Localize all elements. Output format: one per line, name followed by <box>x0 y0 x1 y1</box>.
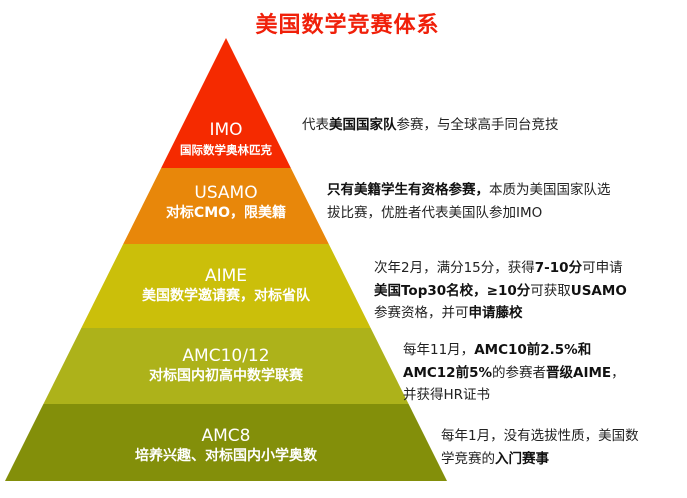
level-label: AMC10/12 对标国内初高中数学联赛 <box>26 346 426 386</box>
description-text: 可获取 <box>530 282 571 299</box>
description-text: 学竞赛的 <box>441 450 495 467</box>
level-label: AIME 美国数学邀请赛，对标省队 <box>26 266 426 306</box>
level-subtitle: 国际数学奥林匹克 <box>180 143 272 157</box>
description-text: 参赛，与全球高手同台竞技 <box>396 117 559 133</box>
highlight-text: 申请藤校 <box>468 305 523 321</box>
description-line: 只有美籍学生有资格参赛，本质为美国国家队选 <box>327 179 611 202</box>
level-description: 每年1月，没有选拔性质，美国数学竞赛的入门赛事 <box>441 425 639 470</box>
description-text: 次年2月，满分15分，获得 <box>374 260 535 276</box>
highlight-text: 美国国家队 <box>329 117 397 133</box>
level-description: 次年2月，满分15分，获得7-10分可申请美国Top30名校，≥10分可获取US… <box>374 257 627 325</box>
description-text: ， <box>611 364 625 381</box>
description-text: 的参赛者 <box>492 364 546 381</box>
pyramid-layer-amc8 <box>5 404 447 481</box>
level-label: AMC8 培养兴趣、对标国内小学奥数 <box>26 426 426 466</box>
description-line: 参赛资格，并可申请藤校 <box>374 302 627 325</box>
highlight-text: 只有美籍学生有资格参赛， <box>327 182 489 198</box>
description-line: 次年2月，满分15分，获得7-10分可申请 <box>374 257 627 280</box>
level-label: IMO 国际数学奥林匹克 <box>26 120 426 160</box>
diagram-title: 美国数学竞赛体系 <box>255 13 440 38</box>
level-name: AMC8 <box>201 426 251 446</box>
level-name: USAMO <box>194 183 258 203</box>
highlight-text: 入门赛事 <box>495 450 549 467</box>
pyramid-layer-imo <box>161 38 291 168</box>
level-name: AIME <box>204 266 248 286</box>
description-text: 参赛资格，并可 <box>374 305 469 321</box>
level-subtitle: 对标国内初高中数学联赛 <box>149 368 303 384</box>
level-name: AMC10/12 <box>182 346 270 366</box>
description-text: 并获得HR证书 <box>403 387 491 403</box>
pyramid-layer-usamo <box>123 168 329 244</box>
description-line: AMC12前5%的参赛者晋级AIME， <box>403 362 625 385</box>
level-subtitle: 美国数学邀请赛，对标省队 <box>142 288 310 304</box>
highlight-text: 美国Top30名校，≥10分 <box>374 282 531 299</box>
description-line: 每年11月，AMC10前2.5%和 <box>403 339 625 362</box>
description-line: 代表美国国家队参赛，与全球高手同台竞技 <box>302 114 559 137</box>
level-subtitle: 对标CMO，限美籍 <box>165 205 287 221</box>
pyramid-layer-amc1012 <box>43 328 409 404</box>
description-text: 每年1月，没有选拔性质，美国数 <box>441 428 639 444</box>
description-text: 每年11月， <box>403 342 475 358</box>
highlight-text: USAMO <box>570 282 627 299</box>
highlight-text: 7-10分 <box>534 260 583 276</box>
highlight-text: 晋级AIME <box>546 364 612 381</box>
description-line: 每年1月，没有选拔性质，美国数 <box>441 425 639 448</box>
description-line: 美国Top30名校，≥10分可获取USAMO <box>374 280 627 303</box>
level-description: 代表美国国家队参赛，与全球高手同台竞技 <box>302 114 559 137</box>
level-name: IMO <box>209 120 243 140</box>
description-text: 代表 <box>302 117 329 133</box>
description-text: 本质为美国国家队选 <box>489 182 611 198</box>
description-text: 可申请 <box>582 260 623 276</box>
description-text: 拔比赛，优胜者代表美国队参加IMO <box>327 204 543 221</box>
pyramid-layer-aime <box>81 244 371 328</box>
level-subtitle: 培养兴趣、对标国内小学奥数 <box>135 448 317 464</box>
description-line: 并获得HR证书 <box>403 384 625 407</box>
level-label: USAMO 对标CMO，限美籍 <box>26 183 426 223</box>
description-line: 拔比赛，优胜者代表美国队参加IMO <box>327 202 611 225</box>
highlight-text: AMC12前5% <box>403 364 492 381</box>
level-description: 只有美籍学生有资格参赛，本质为美国国家队选拔比赛，优胜者代表美国队参加IMO <box>327 179 611 224</box>
description-line: 学竞赛的入门赛事 <box>441 448 639 471</box>
highlight-text: AMC10前2.5%和 <box>474 342 592 358</box>
